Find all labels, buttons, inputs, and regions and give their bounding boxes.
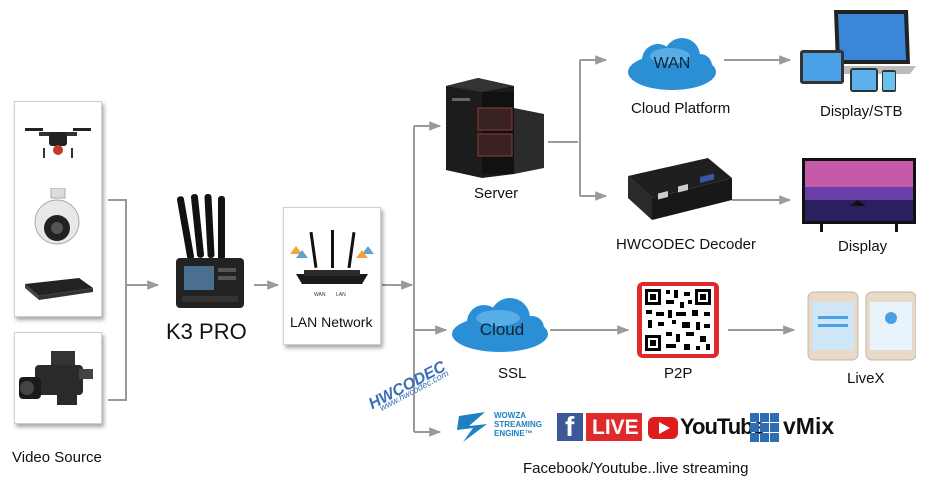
wowza-line3: ENGINE™ bbox=[494, 429, 533, 438]
decoder-label: HWCODEC Decoder bbox=[616, 236, 757, 253]
set-top-box-icon bbox=[25, 278, 93, 300]
facebook-logo-icon: f bbox=[557, 411, 583, 442]
youtube-play-icon bbox=[648, 417, 678, 439]
router-lan-port-label: LAN bbox=[336, 292, 346, 298]
wowza-line2: STREAMING bbox=[494, 420, 542, 429]
qr-code-icon bbox=[642, 286, 714, 354]
p2p-label: P2P bbox=[664, 365, 693, 382]
facebook-logo-letter: f bbox=[565, 411, 575, 442]
lan-network-label: LAN Network bbox=[290, 314, 373, 330]
k3-pro-encoder-icon bbox=[176, 193, 244, 308]
router-icon bbox=[290, 230, 374, 284]
source-card-top bbox=[14, 101, 102, 317]
server-icon bbox=[446, 78, 544, 178]
wowza-logo-icon bbox=[457, 412, 487, 442]
streaming-label: Facebook/Youtube..live streaming bbox=[523, 460, 749, 477]
decoder-icon bbox=[628, 158, 732, 220]
router-wan-port-label: WAN bbox=[314, 292, 326, 298]
vmix-logo-text: vMix bbox=[783, 413, 835, 439]
ssl-label: SSL bbox=[498, 365, 527, 382]
drone-icon bbox=[25, 128, 91, 158]
ssl-cloud-text: Cloud bbox=[479, 320, 525, 339]
server-label: Server bbox=[474, 185, 519, 202]
video-source-label: Video Source bbox=[12, 449, 102, 466]
vmix-grid-icon bbox=[750, 413, 779, 442]
cloud-platform-label: Cloud Platform bbox=[631, 100, 731, 117]
ssl-cloud-icon bbox=[452, 298, 548, 352]
k3-pro-label: K3 PRO bbox=[166, 319, 247, 344]
wan-cloud-text: WAN bbox=[653, 55, 691, 72]
camcorder-icon bbox=[19, 351, 93, 405]
source-bracket bbox=[108, 199, 127, 401]
laptop-devices-icon bbox=[800, 10, 916, 92]
wowza-logo-text: WOWZA STREAMING ENGINE™ bbox=[494, 411, 542, 438]
lan-network-card: WAN LAN LAN Network bbox=[283, 207, 381, 345]
p2p-qr-frame bbox=[637, 282, 719, 358]
wan-cloud-icon bbox=[628, 38, 716, 90]
source-card-bottom bbox=[14, 332, 102, 424]
livex-label: LiveX bbox=[847, 370, 885, 387]
live-badge: LIVE bbox=[586, 413, 642, 441]
wowza-line1: WOWZA bbox=[494, 411, 526, 420]
tv-display-icon bbox=[802, 158, 916, 232]
dome-camera-icon bbox=[34, 188, 80, 245]
display-stb-label: Display/STB bbox=[820, 103, 903, 120]
display-label: Display bbox=[838, 238, 888, 255]
live-badge-text: LIVE bbox=[592, 416, 639, 439]
phones-icon bbox=[807, 291, 916, 361]
